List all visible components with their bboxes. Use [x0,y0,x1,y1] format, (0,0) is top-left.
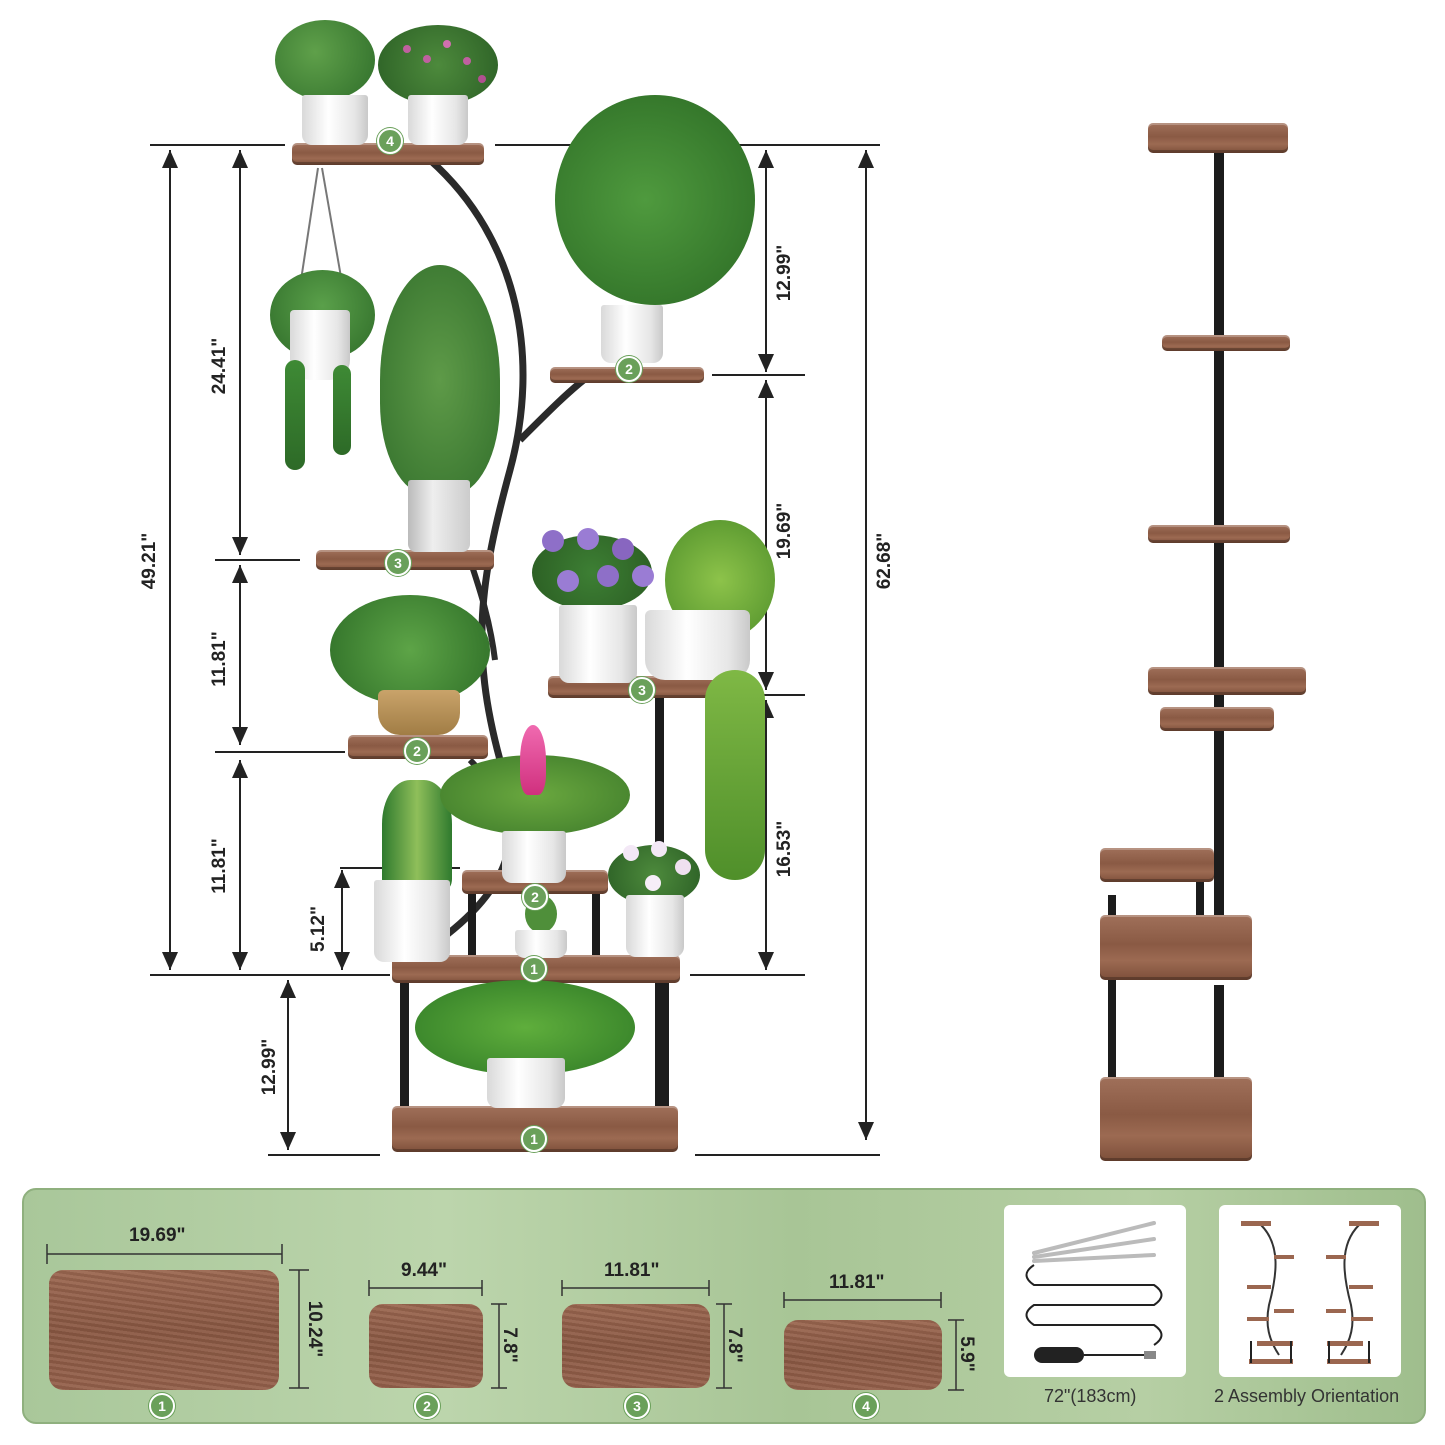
dim-small-left: 5.12" [308,906,329,952]
plant-pilea [415,980,635,1110]
plant-purple-flowers [522,525,662,683]
shelf-3-width: 11.81" [604,1260,660,1281]
light-strip-icon [1025,1221,1163,1363]
shelf-4-spec: 11.81" 5.9" 4 [779,1268,999,1419]
badge-top-shelf: 4 [377,128,403,154]
dim-upper-left: 24.41" [209,337,230,395]
badge-left-mid: 2 [404,738,430,764]
badge-base: 1 [521,1126,547,1152]
shelf-2-panel [369,1304,483,1388]
side-shelf-2 [1162,335,1290,351]
front-view: 4 2 3 3 2 2 1 1 49.21" 24.41" 11.81" 11.… [139,20,895,1156]
dim-mid-right: 19.69" [774,502,795,560]
side-shelf-top [1148,123,1288,153]
shelf-top [292,143,484,165]
dim-total-right: 62.68" [874,532,895,590]
shelf-4-width: 11.81" [829,1272,885,1293]
shelf-2-width: 9.44" [401,1260,447,1281]
plant-top-left [270,20,380,145]
shelf-4-panel [784,1320,942,1390]
plant-fern [330,595,490,740]
shelf-1-spec: 19.69" 10.24" 1 [44,1220,344,1420]
shelf-3-badge: 3 [624,1393,650,1419]
light-strip-card [1004,1205,1186,1377]
shelf-3-spec: 11.81" 7.8" 3 [554,1258,774,1419]
plant-bromeliad [440,725,630,885]
side-shelf-5 [1160,707,1274,731]
assembly-caption: 2 Assembly Orientation [1214,1386,1400,1406]
shelf-2-depth: 7.8" [499,1327,520,1363]
side-shelf-3 [1148,525,1290,543]
shelf-1-panel [49,1270,279,1390]
shelf-1-depth: 10.24" [304,1300,325,1358]
side-shelf-4 [1148,667,1306,695]
badge-right-mid: 3 [629,677,655,703]
plant-hanging [265,270,380,480]
assembly-icon [1241,1221,1379,1364]
plant-top-right [378,25,498,145]
plant-pothos [645,520,785,890]
shelf-3-panel [562,1304,710,1388]
dim-lower-right: 16.53" [774,820,795,878]
plant-bird-of-paradise [555,95,755,367]
shelf-2-spec: 9.44" 7.8" 2 [364,1258,544,1419]
shelf-1-badge: 1 [149,1393,175,1419]
dim-base-left: 12.99" [259,1038,280,1096]
shelf-4-badge: 4 [853,1393,879,1419]
dim-total-left: 49.21" [139,532,160,590]
plant-palm [370,265,510,555]
side-view [1090,115,1320,1175]
dim-top-right: 12.99" [774,244,795,302]
dim-mid-left: 11.81" [209,631,230,687]
badge-right-upper: 2 [616,356,642,382]
plant-small-white-flowers [608,835,700,960]
dim-lower-left: 11.81" [209,838,230,894]
badge-small-center: 2 [522,884,548,910]
light-strip-caption: 72"(183cm) [1044,1386,1137,1406]
shelf-3-depth: 7.8" [724,1327,745,1363]
shelf-1-width: 19.69" [129,1225,186,1246]
side-shelf-7 [1100,915,1252,980]
shelf-4-depth: 5.9" [956,1336,977,1372]
badge-left-upper: 3 [385,550,411,576]
spec-panel: 19.69" 10.24" 1 9.44" 7.8" 2 11.81" 7.8"… [22,1188,1426,1424]
assembly-card [1219,1205,1401,1377]
badge-main-tier: 1 [521,956,547,982]
side-shelf-6 [1100,848,1214,882]
side-shelf-base [1100,1077,1252,1161]
shelf-2-badge: 2 [414,1393,440,1419]
